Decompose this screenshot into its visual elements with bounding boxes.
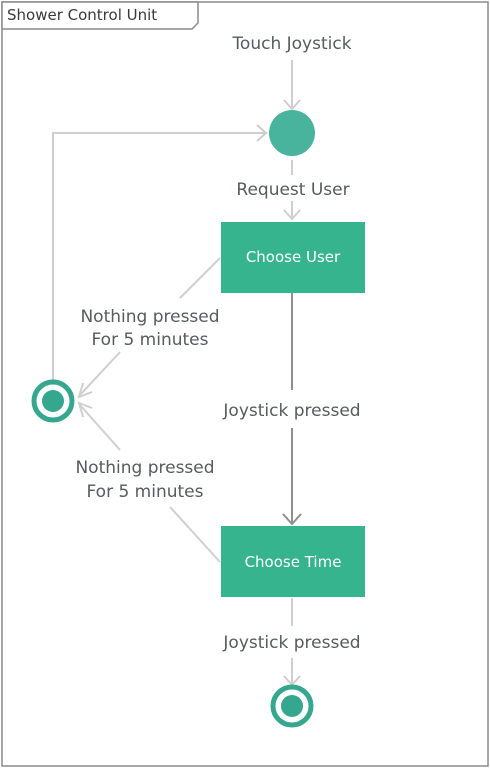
edge-timeout-time [77, 401, 221, 563]
label-timeout-user-line2: For 5 minutes [92, 330, 209, 350]
state-choose-time-label: Choose Time [245, 553, 342, 571]
label-touch-joystick: Touch Joystick [231, 34, 351, 54]
state-choose-user-label: Choose User [246, 248, 341, 266]
edge-joystick-pressed-1 [282, 293, 302, 526]
label-joystick-pressed-2: Joystick pressed [222, 633, 360, 653]
edge-touch-joystick [283, 60, 301, 111]
final-state-bottom [270, 684, 314, 728]
edge-timeout-user [77, 257, 221, 399]
label-timeout-user-line1: Nothing pressed [80, 307, 219, 327]
label-request-user: Request User [236, 180, 349, 200]
label-joystick-pressed-1: Joystick pressed [222, 401, 360, 421]
frame-title: Shower Control Unit [7, 6, 157, 24]
initial-state [269, 110, 315, 156]
state-choose-user: Choose User [221, 222, 365, 293]
final-state-left [31, 379, 75, 423]
state-choose-time: Choose Time [221, 526, 365, 597]
frame-title-tab [1, 1, 199, 30]
label-timeout-time-line2: For 5 minutes [87, 482, 204, 502]
label-timeout-time-line1: Nothing pressed [75, 458, 214, 478]
edge-loop-back [52, 124, 268, 380]
edge-request-user [283, 160, 301, 221]
